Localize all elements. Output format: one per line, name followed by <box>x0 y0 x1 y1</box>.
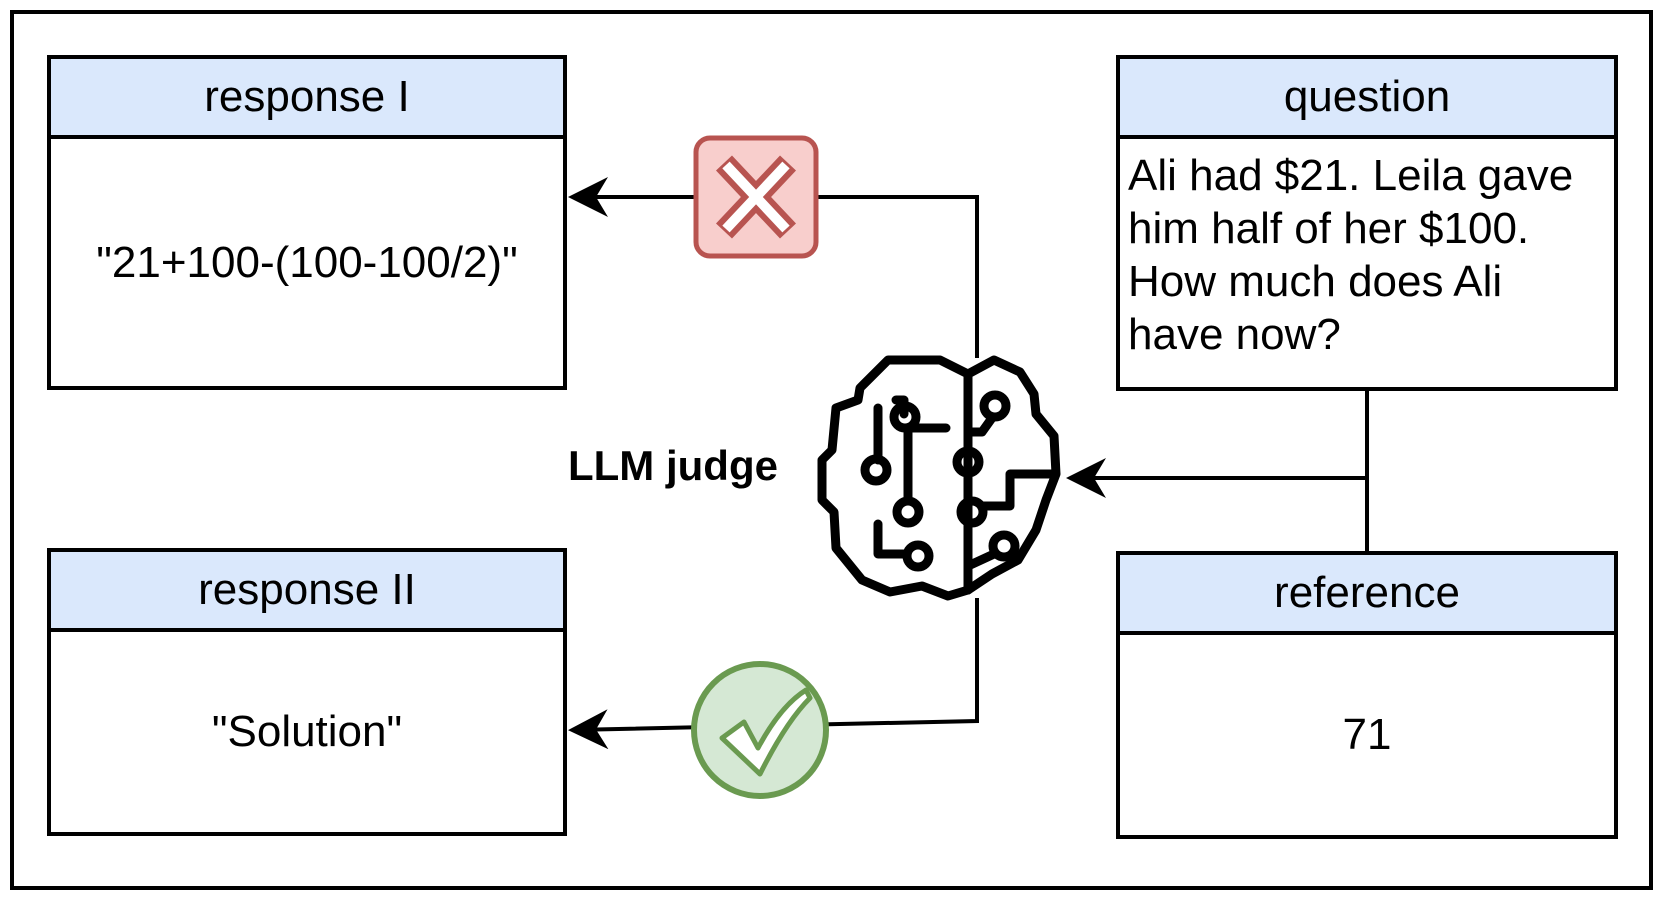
question-title: question <box>1120 59 1614 139</box>
response-2-box: response II "Solution" <box>47 548 567 836</box>
reference-title: reference <box>1120 555 1614 635</box>
response-1-box: response I "21+100-(100-100/2)" <box>47 55 567 390</box>
response-1-content: "21+100-(100-100/2)" <box>96 237 518 287</box>
question-content: Ali had $21. Leila gave him half of her … <box>1128 151 1574 359</box>
brain-circuit-icon <box>817 355 1061 601</box>
reference-box: reference 71 <box>1116 551 1618 839</box>
question-box: question Ali had $21. Leila gave him hal… <box>1116 55 1618 391</box>
response-1-title: response I <box>51 59 563 139</box>
check-icon <box>691 661 829 799</box>
reference-content: 71 <box>1342 710 1392 759</box>
response-2-title: response II <box>51 552 563 632</box>
response-2-content: "Solution" <box>211 707 403 756</box>
x-icon <box>693 135 819 259</box>
llm-judge-label: LLM judge <box>568 442 778 489</box>
